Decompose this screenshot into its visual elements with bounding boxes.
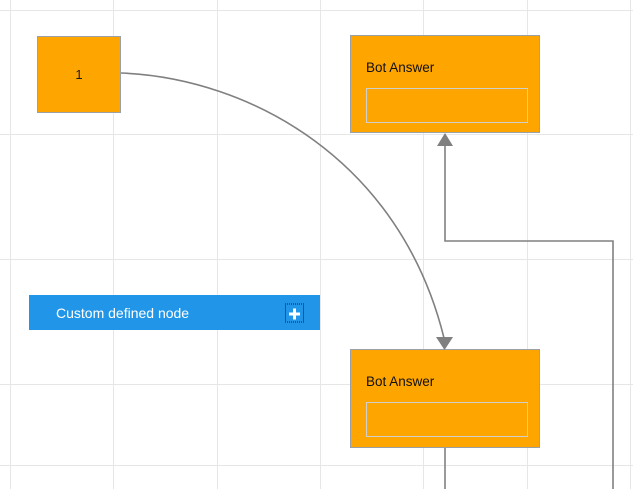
bot-answer-top-slot[interactable]	[366, 88, 528, 123]
bot-answer-top-title: Bot Answer	[366, 60, 435, 75]
bot-answer-node-top[interactable]: Bot Answer	[350, 35, 540, 133]
plus-icon-vertical-bar	[293, 308, 296, 319]
plus-icon[interactable]	[285, 303, 304, 322]
palette-item-label: Custom defined node	[56, 304, 190, 321]
bot-answer-node-bottom[interactable]: Bot Answer	[350, 349, 540, 448]
flow-node-1-label: 1	[75, 67, 83, 82]
flow-node-1[interactable]: 1	[37, 36, 121, 113]
bot-answer-bottom-slot[interactable]	[366, 402, 528, 437]
bot-answer-bottom-title: Bot Answer	[366, 374, 435, 389]
palette-item-custom-defined-node[interactable]: Custom defined node	[29, 295, 320, 330]
